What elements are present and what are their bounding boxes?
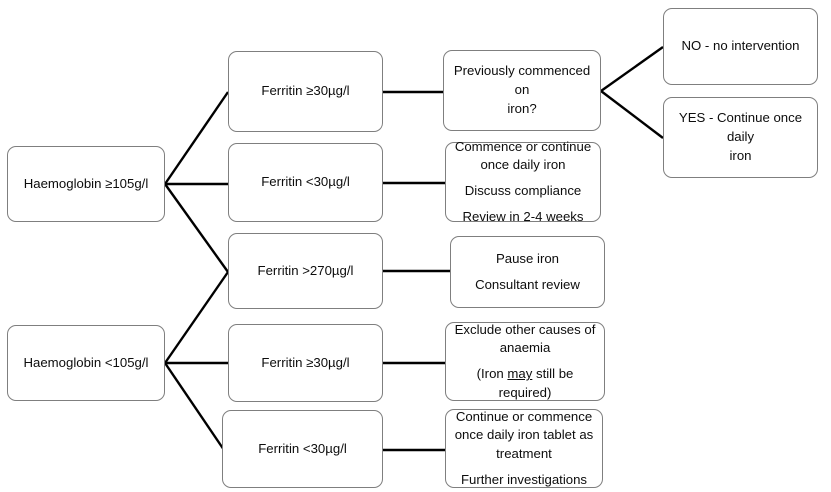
node-ferritin-low-bottom-label: Ferritin <30µg/l	[258, 440, 347, 456]
node-previously-commenced-paragraph: Previously commenced on iron?	[451, 62, 593, 118]
node-continue-commence-line3: treatment	[496, 446, 552, 461]
node-exclude-causes[interactable]: Exclude other causes of anaemia (Iron ma…	[445, 322, 605, 401]
node-commence-continue-line1: Commence or continue	[454, 138, 592, 154]
node-answer-yes-paragraph: YES - Continue once daily iron	[671, 109, 810, 165]
node-commence-continue-line4: Review in 2-4 weeks	[462, 208, 584, 224]
node-haemoglobin-low-label: Haemoglobin <105g/l	[23, 354, 149, 370]
node-commence-continue[interactable]: Commence or continue once daily iron Dis…	[445, 139, 601, 224]
edge-hb-low-to-ferritin-270	[164, 271, 229, 364]
node-commence-continue-paragraph-3: Review in 2-4 weeks	[453, 208, 593, 227]
node-ferritin-high-bottom[interactable]: Ferritin ≥30µg/l	[228, 324, 383, 402]
node-haemoglobin-high[interactable]: Haemoglobin ≥105g/l	[7, 146, 165, 222]
node-ferritin-high-top-label: Ferritin ≥30µg/l	[261, 83, 350, 99]
node-exclude-causes-paragraph-1: Exclude other causes of anaemia	[453, 321, 597, 358]
node-answer-yes[interactable]: YES - Continue once daily iron	[663, 97, 818, 178]
node-continue-commence-paragraph-1: Continue or commence once daily iron tab…	[453, 408, 595, 464]
node-ferritin-low-top-label: Ferritin <30µg/l	[261, 174, 350, 190]
node-exclude-causes-line3-emphasis: may	[507, 366, 533, 381]
node-continue-commence[interactable]: Continue or commence once daily iron tab…	[445, 409, 603, 488]
edge-hb-high-to-ferritin-270	[164, 183, 229, 273]
edge-hb-high-to-ferritin-high-top	[164, 91, 229, 185]
node-ferritin-high-top[interactable]: Ferritin ≥30µg/l	[228, 51, 383, 132]
node-exclude-causes-line2: anaemia	[499, 340, 551, 356]
node-commence-continue-paragraph-2: Discuss compliance	[453, 182, 593, 201]
node-exclude-causes-paragraph-2: (Iron may still be required)	[453, 365, 597, 402]
node-answer-yes-line1: YES - Continue once daily	[678, 110, 803, 145]
node-ferritin-high-bottom-label: Ferritin ≥30µg/l	[261, 354, 350, 370]
node-answer-no-label: NO - no intervention	[681, 38, 800, 54]
node-commence-continue-line3: Discuss compliance	[464, 183, 582, 198]
node-exclude-causes-line3-post: still be required)	[498, 366, 574, 400]
edge-previously-commenced-to-answer-no	[600, 46, 664, 92]
node-exclude-causes-line3-pre: (Iron	[476, 366, 508, 381]
node-exclude-causes-line3: (Iron may still be required)	[453, 365, 597, 402]
node-continue-commence-line2: once daily iron tablet as	[454, 427, 594, 443]
node-continue-commence-paragraph-2: Further investigations	[453, 471, 595, 490]
node-commence-continue-paragraph-1: Commence or continue once daily iron	[453, 138, 593, 175]
node-pause-iron[interactable]: Pause iron Consultant review	[450, 236, 605, 308]
node-pause-iron-line2: Consultant review	[475, 276, 580, 292]
edge-hb-low-to-ferritin-low-bottom	[164, 362, 225, 451]
node-answer-yes-line2: iron	[729, 147, 752, 163]
node-ferritin-270[interactable]: Ferritin >270µg/l	[228, 233, 383, 309]
node-continue-commence-line4: Further investigations	[460, 471, 588, 487]
node-haemoglobin-high-label: Haemoglobin ≥105g/l	[23, 175, 149, 191]
node-previously-commenced-line1: Previously commenced on	[453, 63, 591, 98]
node-pause-iron-line1: Pause iron	[495, 250, 560, 266]
node-ferritin-low-top[interactable]: Ferritin <30µg/l	[228, 143, 383, 222]
edge-previously-commenced-to-answer-yes	[600, 90, 664, 139]
node-haemoglobin-low[interactable]: Haemoglobin <105g/l	[7, 325, 165, 401]
node-ferritin-270-label: Ferritin >270µg/l	[257, 262, 354, 278]
node-continue-commence-line1: Continue or commence	[455, 408, 593, 424]
node-exclude-causes-line1: Exclude other causes of	[454, 321, 596, 337]
node-ferritin-low-bottom[interactable]: Ferritin <30µg/l	[222, 410, 383, 488]
node-answer-no[interactable]: NO - no intervention	[663, 8, 818, 85]
node-pause-iron-paragraph-2: Consultant review	[458, 276, 597, 295]
node-previously-commenced[interactable]: Previously commenced on iron?	[443, 50, 601, 131]
node-previously-commenced-line2: iron?	[507, 100, 537, 116]
node-commence-continue-line2: once daily iron	[480, 157, 566, 173]
node-pause-iron-paragraph-1: Pause iron	[458, 250, 597, 269]
